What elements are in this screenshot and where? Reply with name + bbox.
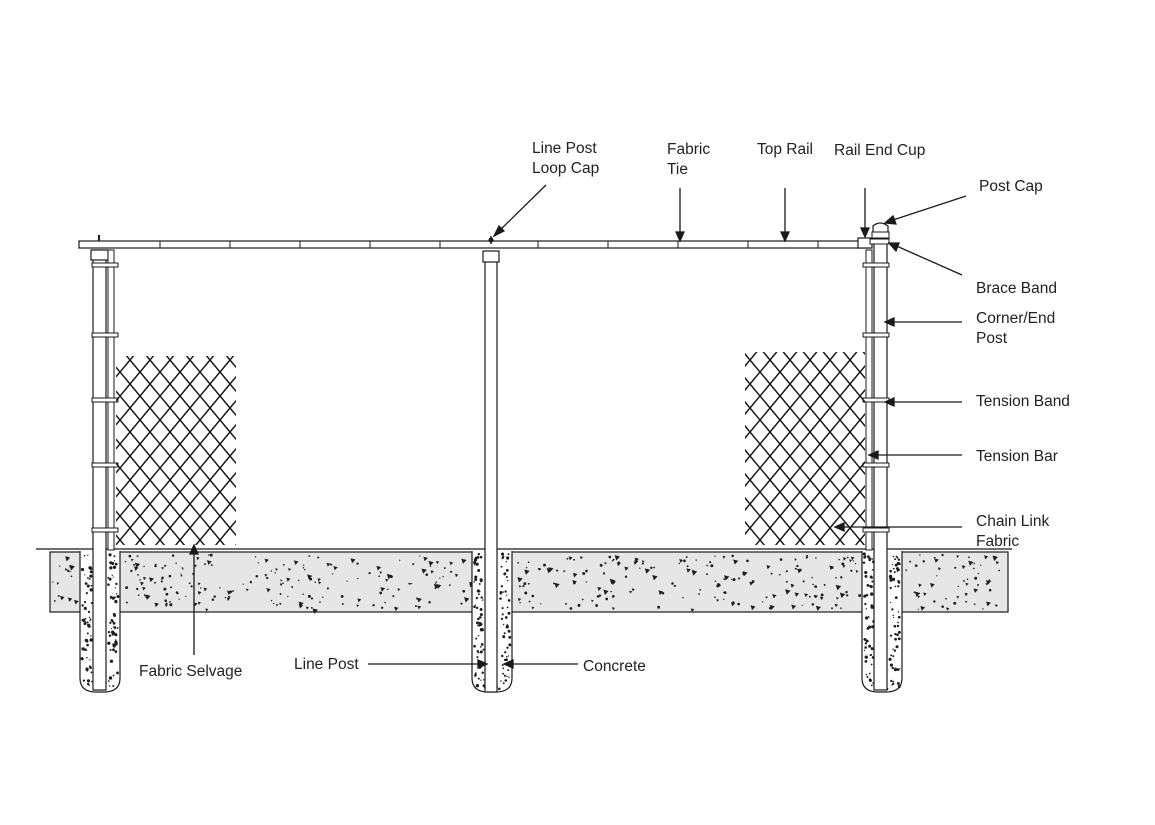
label-fabric-tie-1: Fabric (667, 141, 710, 158)
label-post-cap: Post Cap (979, 178, 1043, 195)
fabric-panel-left (116, 356, 236, 545)
top-rail (78, 235, 870, 249)
label-top-rail: Top Rail (757, 141, 813, 158)
middle-line-post (482, 236, 500, 693)
leader-lines (188, 184, 967, 670)
label-concrete: Concrete (583, 658, 646, 675)
left-terminal-post (90, 249, 119, 691)
label-corner-end-post-2: Post (976, 330, 1008, 347)
label-fabric-tie-2: Tie (667, 161, 688, 178)
label-rail-end-cup: Rail End Cup (834, 142, 925, 159)
label-tension-bar: Tension Bar (976, 448, 1058, 465)
fabric-panel-right (745, 352, 865, 545)
label-line-post: Line Post (294, 656, 359, 673)
label-chain-link-fabric-1: Chain Link (976, 513, 1049, 530)
leader-line-post-loop-cap (495, 184, 547, 235)
label-tension-band: Tension Band (976, 393, 1070, 410)
labels: Line Post Loop Cap Fabric Tie Top Rail R… (139, 140, 1070, 680)
leader-brace-band (891, 243, 963, 276)
leader-post-cap (886, 195, 967, 223)
label-chain-link-fabric-2: Fabric (976, 533, 1019, 550)
label-line-post-loop-cap-2: Loop Cap (532, 160, 599, 177)
ground-soil (36, 548, 1012, 614)
label-line-post-loop-cap-1: Line Post (532, 140, 597, 157)
label-fabric-selvage: Fabric Selvage (139, 663, 242, 680)
label-corner-end-post-1: Corner/End (976, 310, 1055, 327)
label-brace-band: Brace Band (976, 280, 1057, 297)
right-terminal-post (857, 222, 890, 691)
